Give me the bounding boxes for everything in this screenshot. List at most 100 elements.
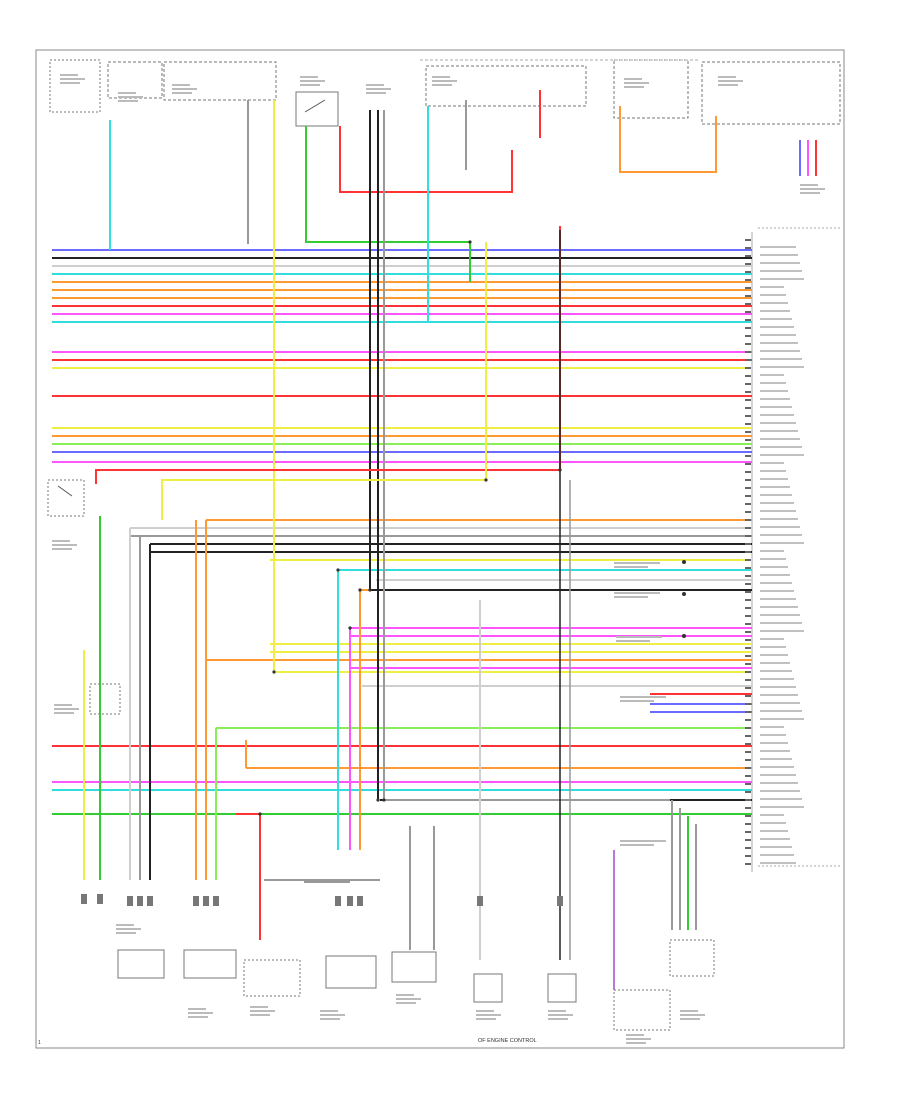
label-blur-mark [626,1042,646,1044]
label-blur-mark [54,708,79,710]
ecm-pin [745,511,751,513]
ecm-pin [745,751,751,753]
cross-reference-label [614,592,660,594]
ecm-pin [745,319,751,321]
ecm-pin-label [760,486,790,488]
ecm-pin [745,663,751,665]
junction-dot [382,798,386,802]
ecm-pin-label [760,518,798,520]
fuel-pump-relay-feed-wire [339,126,513,193]
ecm-pin-label [760,446,802,448]
clutch-switch-feed-wire [95,226,561,484]
ecm-pin-label [760,302,788,304]
label-blur-mark [680,1018,700,1020]
ecm-pin-label [760,454,804,456]
junction-dot [336,568,340,572]
ecm-pin [745,655,751,657]
ecm-pin-label [760,734,786,736]
ecm-pin-label [760,694,798,696]
clutch-pedal-position-switch [325,955,377,989]
ecm-pin [745,503,751,505]
ecm-pin [745,623,751,625]
junction-dot [358,588,362,592]
ecm-pin [745,479,751,481]
ignition-switch [391,951,437,983]
ecm-pin-label [760,774,796,776]
arrow-marker [682,592,686,596]
label-blur-mark [118,96,143,98]
ecm-pin [745,743,751,745]
ecm-pin [745,407,751,409]
ecm-pin-label [760,702,800,704]
ecm-pin [745,847,751,849]
junction-dot [558,468,562,472]
ecm-pin [745,839,751,841]
bottom-connector [147,896,153,906]
label-blur-mark [624,86,644,88]
ecm-pin-label [760,318,792,320]
ecm-pin-label [760,670,792,672]
data-link-connector [669,939,715,977]
fuel-pressure-sensor-wire [236,813,261,940]
ecm-pin [745,527,751,529]
ecm-pin-label [760,854,794,856]
ecm-pin-label [760,422,796,424]
ecm-pin [745,271,751,273]
ecm-pin-label [760,550,784,552]
label-blur-mark [366,84,384,86]
ecm-pin-label [760,782,798,784]
ecm-pin-label [760,606,798,608]
ecm-pin [745,863,751,865]
top-left-label-box [49,59,101,113]
ecm-pin-label [760,478,788,480]
ecm-pin-label [760,470,786,472]
ecm-pin [745,431,751,433]
ecm-pin [745,567,751,569]
ecm-pin [745,447,751,449]
ecm-pin [745,695,751,697]
label-blur-mark [52,544,77,546]
knock-sensor-2 [547,973,577,1003]
ecm-pin-label [760,438,800,440]
ecm-pin [745,439,751,441]
cross-reference-label [614,566,648,568]
dash-fuse-feed-wire [619,106,717,173]
ecm-pin [745,719,751,721]
ecm-pin-label [760,622,802,624]
ecm-pin [745,823,751,825]
ecm-pin [745,631,751,633]
switch-contact [57,485,73,497]
ecm-pin-label [760,342,798,344]
arrow-marker [682,634,686,638]
relay-contact [304,99,326,113]
bottom-connector [127,896,133,906]
ecm-pin [745,575,751,577]
label-blur-mark [188,1016,208,1018]
label-blur-mark [250,1006,268,1008]
bottom-connector [347,896,353,906]
ecm-pin-label [760,566,788,568]
ignition-coil-box [425,65,587,107]
ecm-pin-label [760,334,796,336]
ecm-pin [745,295,751,297]
fuel-tank-pressure-sensor-box [163,61,277,101]
ecm-pin [745,687,751,689]
label-blur-mark [52,548,72,550]
ecm-pin-label [760,270,802,272]
ecm-pin-label [760,326,794,328]
ecm-pin [745,591,751,593]
ecm-pin-label [760,686,796,688]
label-blur-mark [116,924,134,926]
ecm-pin [745,415,751,417]
label-blur-mark [396,998,421,1000]
ecm-pin-label [760,742,788,744]
ecm-pin [745,399,751,401]
ecm-pin-label [760,678,794,680]
bottom-connector [193,896,199,906]
ecm-pin [745,495,751,497]
ecm-pin [745,279,751,281]
label-blur-mark [626,1038,651,1040]
ecm-pin [745,679,751,681]
label-blur-mark [320,1014,345,1016]
label-blur-mark [366,88,391,90]
